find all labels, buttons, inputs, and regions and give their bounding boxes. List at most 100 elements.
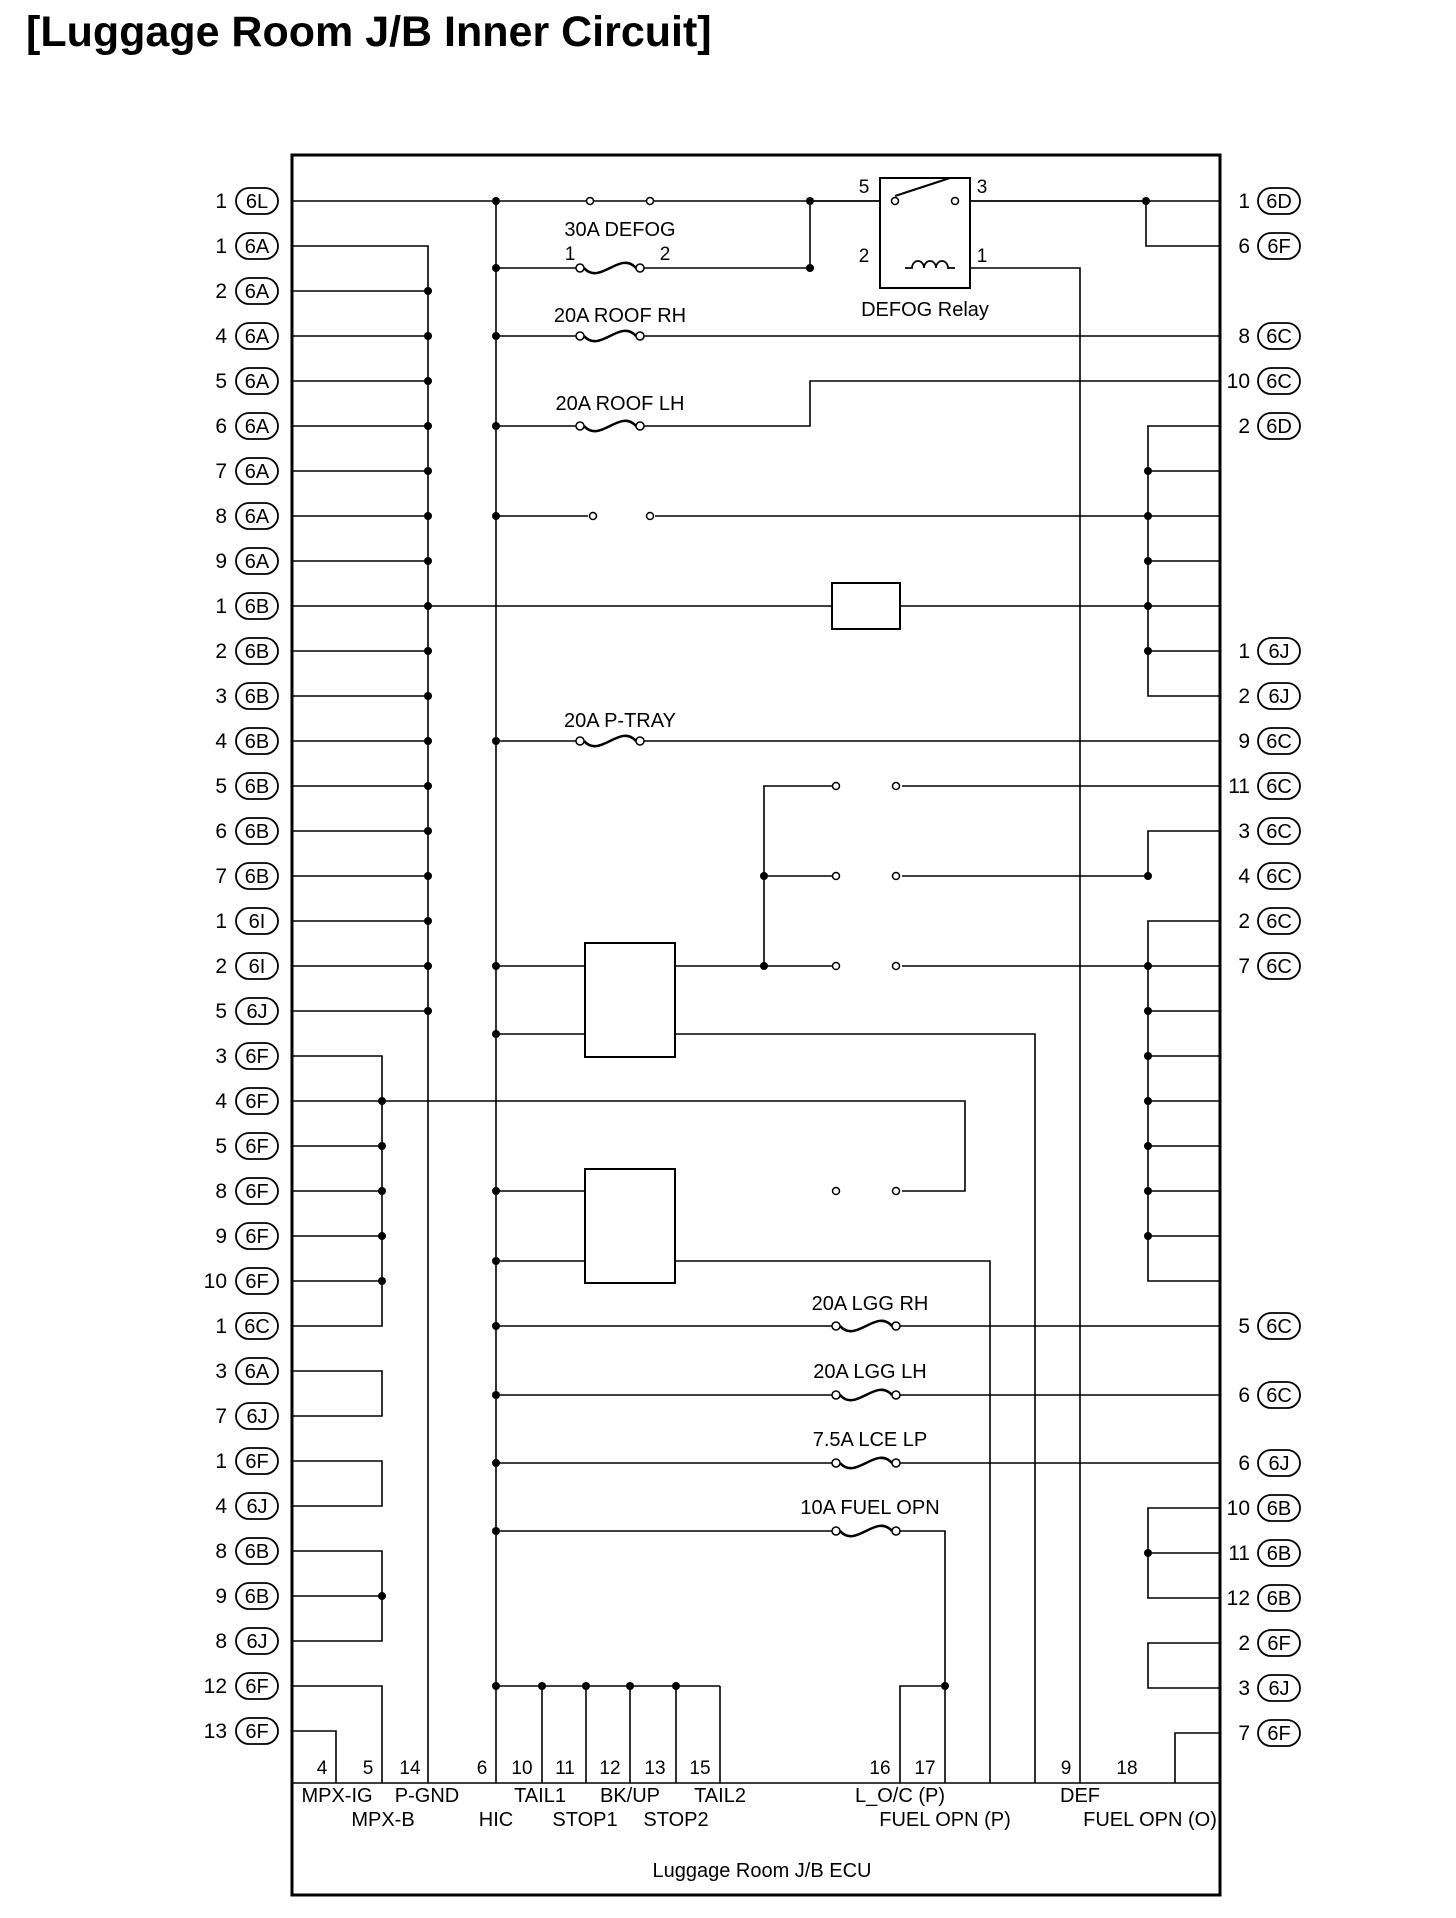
- fuse-20a-lgg-lh: [839, 1388, 893, 1402]
- fuse-label: 20A LGG LH: [813, 1361, 926, 1383]
- junction-dot: [492, 1459, 500, 1467]
- left-connector-label: 6F: [245, 1226, 268, 1248]
- left-pin-number: 3: [215, 1360, 227, 1383]
- wire: [763, 785, 836, 966]
- fuse-label: 20A P-TRAY: [564, 710, 676, 732]
- left-connector-oval: [235, 457, 279, 485]
- left-connector-oval: [235, 907, 279, 935]
- left-connector-label: 6B: [245, 641, 269, 663]
- ecu-signal-name: HIC: [479, 1809, 513, 1831]
- right-connector-label: 6C: [1266, 1316, 1292, 1338]
- left-connector-oval: [235, 1582, 279, 1610]
- junction-dot: [378, 1097, 386, 1105]
- right-connector-oval: [1257, 1719, 1301, 1747]
- left-pin-number: 8: [215, 1630, 227, 1653]
- left-connector-label: 6J: [246, 1406, 267, 1428]
- left-pin-number: 6: [215, 415, 227, 438]
- ecu-terminal-number: 10: [511, 1758, 532, 1779]
- junction-dot: [672, 1682, 680, 1690]
- right-connector-label: 6J: [1268, 686, 1289, 708]
- left-connector-oval: [235, 637, 279, 665]
- ecu-label: Luggage Room J/B ECU: [652, 1860, 871, 1882]
- junction-dot: [492, 264, 500, 272]
- junction-dot: [424, 602, 432, 610]
- left-connector-label: 6L: [246, 191, 268, 213]
- left-pin-number: 13: [204, 1720, 227, 1743]
- page-title: [Luggage Room J/B Inner Circuit]: [26, 8, 712, 56]
- right-connector-oval: [1257, 187, 1301, 215]
- left-connector-oval: [235, 1717, 279, 1745]
- left-connector-oval: [235, 1087, 279, 1115]
- right-pin-number: 11: [1228, 1542, 1250, 1565]
- left-connector-label: 6F: [245, 1271, 268, 1293]
- fuse-terminal: [575, 421, 585, 431]
- fuse-terminal: [635, 263, 645, 273]
- component-symbols: [575, 177, 971, 1538]
- junction-dot: [941, 1682, 949, 1690]
- junction-dot: [492, 962, 500, 970]
- right-connector-label: 6B: [1267, 1498, 1291, 1520]
- ecu-terminal-number: 9: [1061, 1758, 1072, 1779]
- left-connector-label: 6A: [245, 236, 270, 258]
- junction-dot: [1144, 872, 1152, 880]
- junction-dot: [378, 1277, 386, 1285]
- left-pin-number: 3: [215, 685, 227, 708]
- right-connector-label: 6C: [1266, 821, 1292, 843]
- right-connector-label: 6C: [1266, 866, 1292, 888]
- right-connector-oval: [1257, 1312, 1301, 1340]
- right-pin-number: 2: [1238, 415, 1250, 438]
- fuse-terminal: [575, 263, 585, 273]
- fuse-20a-roof-rh: [583, 329, 637, 343]
- left-pin-number: 8: [215, 1180, 227, 1203]
- right-connector-label: 6B: [1267, 1588, 1291, 1610]
- junction-dot: [492, 197, 500, 205]
- junction-dot: [1144, 1007, 1152, 1015]
- right-pin-number: 6: [1238, 235, 1250, 258]
- left-connector-oval: [235, 1042, 279, 1070]
- wire: [292, 1685, 383, 1783]
- left-connector-oval: [235, 1627, 279, 1655]
- ecu-terminal-number: 18: [1116, 1758, 1137, 1779]
- left-connector-label: 6F: [245, 1721, 268, 1743]
- junction-dot: [424, 782, 432, 790]
- junction-dot: [424, 377, 432, 385]
- right-connector-oval: [1257, 232, 1301, 260]
- right-connector-oval: [1257, 682, 1301, 710]
- left-connector-label: 6J: [246, 1496, 267, 1518]
- fuse-terminal: [831, 1458, 841, 1468]
- right-pin-number: 4: [1238, 865, 1250, 888]
- control-module: [584, 942, 676, 1058]
- junction-dot: [492, 1527, 500, 1535]
- open-contact: [891, 781, 901, 791]
- left-connector-label: 6B: [245, 1586, 269, 1608]
- ecu-signal-name: FUEL OPN (P): [879, 1809, 1011, 1831]
- right-pin-number: 6: [1238, 1384, 1250, 1407]
- right-connector-oval: [1257, 817, 1301, 845]
- right-pin-number: 3: [1238, 1677, 1250, 1700]
- right-connector-label: 6C: [1266, 371, 1292, 393]
- junction-dot: [424, 827, 432, 835]
- right-connector-oval: [1257, 1494, 1301, 1522]
- right-connector-label: 6C: [1266, 731, 1292, 753]
- junction-dot: [760, 962, 768, 970]
- wire: [292, 1370, 383, 1417]
- left-pin-number: 5: [215, 1000, 227, 1023]
- left-connector-oval: [235, 1132, 279, 1160]
- fuse-terminal: [575, 331, 585, 341]
- junction-dot: [378, 1232, 386, 1240]
- left-connector-oval: [235, 997, 279, 1025]
- open-contact: [891, 1186, 901, 1196]
- right-connector-oval: [1257, 1381, 1301, 1409]
- left-pin-number: 8: [215, 505, 227, 528]
- junction-dot: [378, 1592, 386, 1600]
- junction-dot: [378, 1187, 386, 1195]
- ecu-terminal-number: 17: [914, 1758, 935, 1779]
- left-connector-label: 6B: [245, 731, 269, 753]
- junction-dot: [424, 287, 432, 295]
- junction-dot: [424, 422, 432, 430]
- left-connector-label: 6F: [245, 1451, 268, 1473]
- left-connector-oval: [235, 592, 279, 620]
- fuse-label: 20A ROOF LH: [556, 393, 685, 415]
